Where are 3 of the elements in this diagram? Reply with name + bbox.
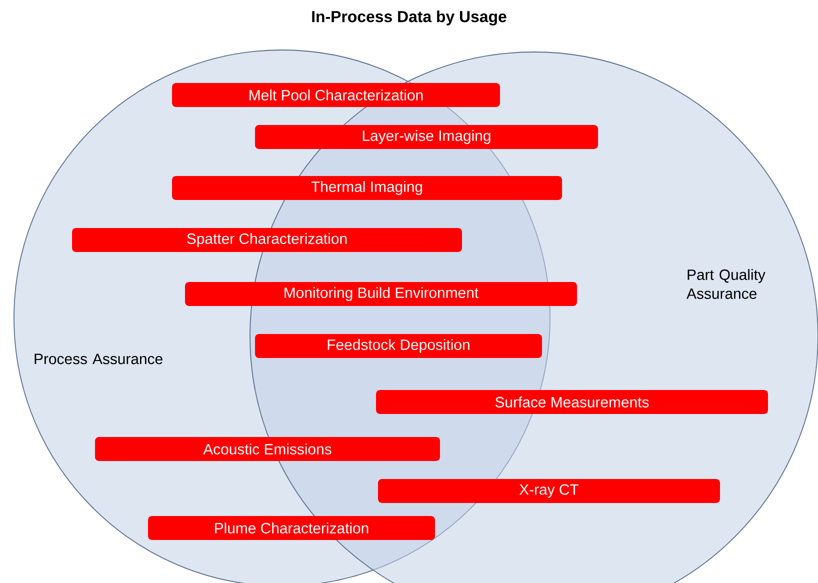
- highlight-bar: Feedstock Deposition: [255, 334, 542, 358]
- highlight-bar: Monitoring Build Environment: [185, 282, 577, 306]
- title: In-Process Data by Usage: [312, 10, 506, 26]
